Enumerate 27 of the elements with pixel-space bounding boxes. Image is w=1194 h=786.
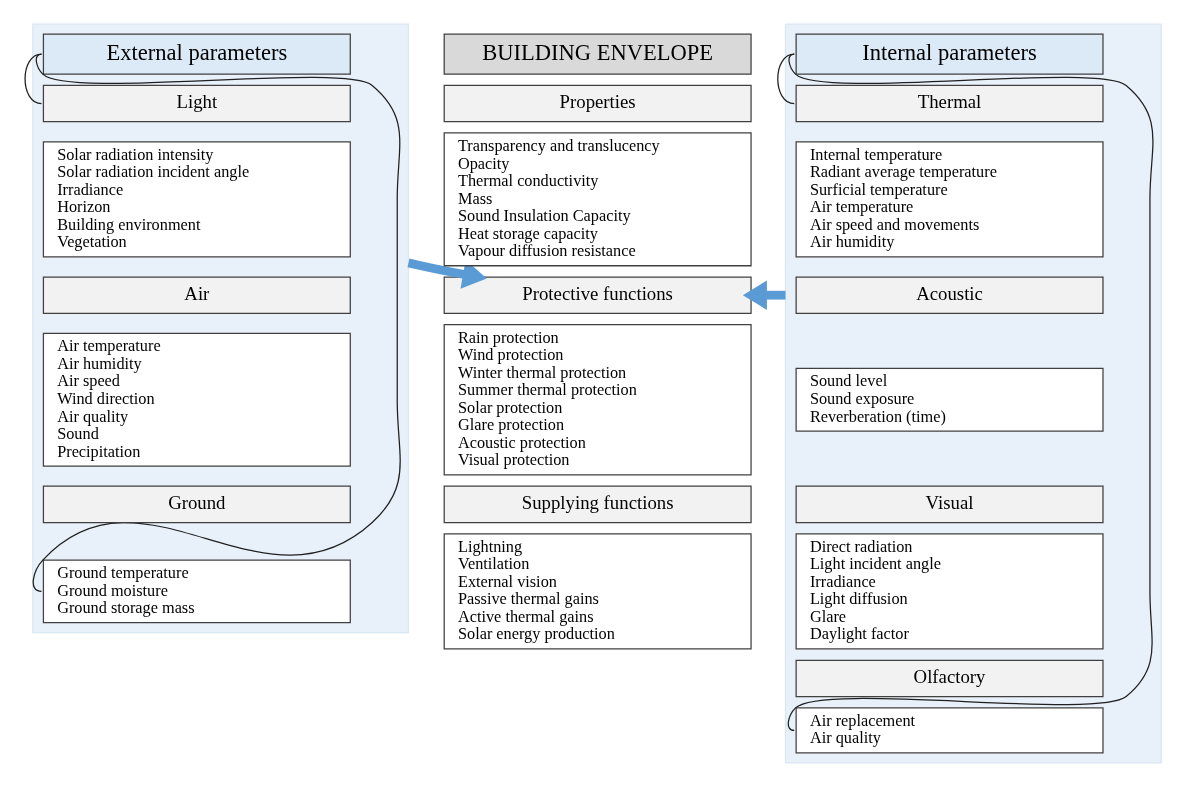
node-box: Solar radiation intensity Solar radiation incident angle Irradiance Horizon Building environment Vegetation	[42, 140, 351, 258]
node-box: Visual	[795, 485, 1104, 523]
node-box: Direct radiation Light incident angle Irradiance Light diffusion Glare Daylight factor	[795, 532, 1104, 650]
node-box: Supplying functions	[443, 485, 752, 523]
node-box: Ground	[42, 485, 351, 523]
node-box: Air temperature Air humidity Air speed Wind direction Air quality Sound Precipitation	[42, 332, 351, 467]
connector	[777, 52, 795, 104]
node-box: Air	[42, 275, 351, 314]
connector	[24, 52, 43, 104]
node-box: Sound level Sound exposure Reverberation (time)	[795, 367, 1104, 432]
node-box: Light	[42, 84, 351, 122]
node-box: Air replacement Air quality	[795, 706, 1104, 754]
node-box: Protective functions	[443, 275, 752, 314]
node-box: Internal parameters	[795, 32, 1104, 75]
node-box: Lightning Ventilation External vision Passive thermal gains Active thermal gains Solar energy production	[443, 532, 752, 650]
arrow	[742, 279, 786, 310]
node-box: External parameters	[42, 32, 351, 75]
node-box: Thermal	[795, 84, 1104, 122]
node-box: Olfactory	[795, 659, 1104, 697]
node-box: Internal temperature Radiant average temperature Surficial temperature Air temperature Air speed and movements Air humidity	[795, 140, 1104, 258]
node-box: Ground temperature Ground moisture Ground storage mass	[42, 558, 351, 623]
node-box: BUILDING ENVELOPE	[443, 32, 752, 75]
node-box: Properties	[443, 84, 752, 122]
node-box: Rain protection Wind protection Winter thermal protection Summer thermal protection Solar protection Glare protection Acoustic protection Visual protection	[443, 323, 752, 476]
node-box: Acoustic	[795, 275, 1104, 314]
arrow	[407, 258, 487, 289]
node-box: Transparency and translucency Opacity Thermal conductivity Mass Sound Insulation Capacity Heat storage capacity Vapour diffusion resistance	[443, 131, 752, 266]
